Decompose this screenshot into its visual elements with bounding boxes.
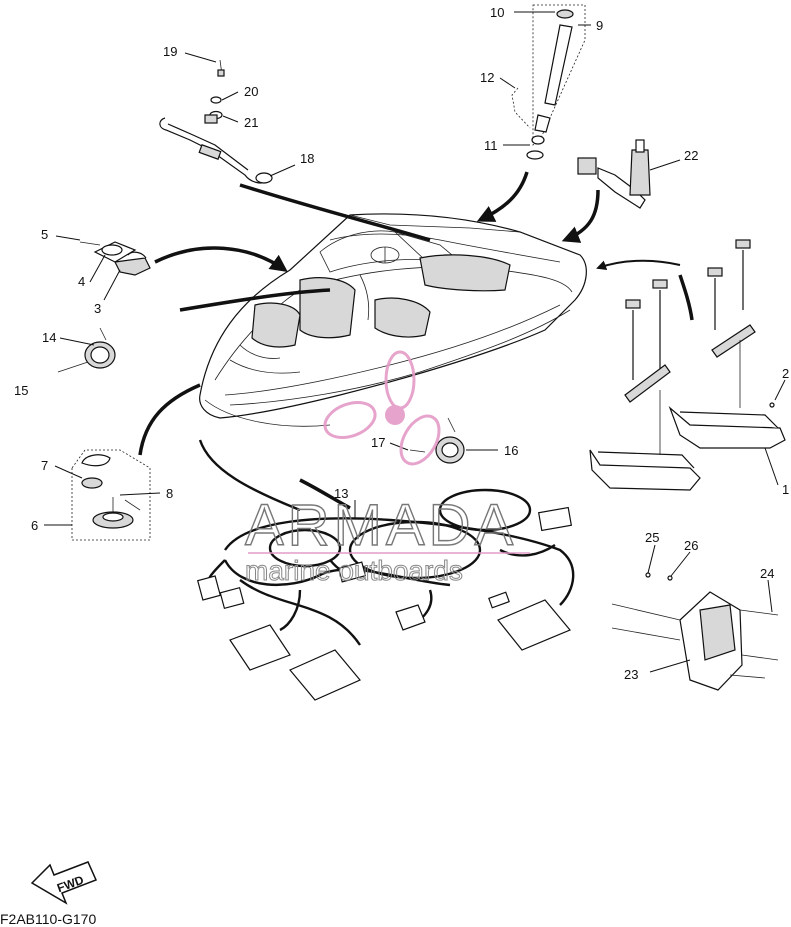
watermark-logo (323, 350, 441, 466)
callout-26: 26 (684, 538, 698, 553)
callout-2: 2 (782, 366, 789, 381)
drain-plug-group (71, 449, 151, 541)
sensor-assembly (577, 139, 651, 209)
filler-hose-assembly (511, 4, 586, 160)
assembly-arrows (138, 171, 694, 510)
callout-20: 20 (244, 84, 258, 99)
callout-7: 7 (41, 458, 48, 473)
callout-10: 10 (490, 5, 504, 20)
boat-hull (199, 213, 587, 427)
callout-16: 16 (504, 443, 518, 458)
callout-11: 11 (484, 138, 498, 153)
callout-24: 24 (760, 566, 774, 581)
tray-brackets (589, 239, 786, 491)
callout-17: 17 (371, 435, 385, 450)
callout-8: 8 (166, 486, 173, 501)
callout-labels: 1 2 3 4 5 6 7 8 9 10 11 12 13 14 15 16 1… (14, 5, 789, 682)
part-code: F2AB110-G170 (0, 911, 96, 927)
fwd-arrow: FWD (30, 861, 98, 905)
clamp-assembly (409, 417, 465, 464)
callout-22: 22 (684, 148, 698, 163)
callout-5: 5 (41, 227, 48, 242)
cleat-assembly (79, 241, 151, 276)
callout-3: 3 (94, 301, 101, 316)
wiring-harness (196, 439, 575, 701)
callout-12: 12 (480, 70, 494, 85)
watermark-brand: ARMADA (245, 493, 517, 558)
grab-rail-assembly (159, 59, 273, 184)
junction-block (611, 572, 779, 691)
callout-25: 25 (645, 530, 659, 545)
leader-lines (44, 11, 786, 673)
callout-23: 23 (624, 667, 638, 682)
callout-21: 21 (244, 115, 258, 130)
callout-19: 19 (163, 44, 177, 59)
vent-assembly (57, 327, 116, 373)
watermark-tagline: marine outboards (245, 555, 463, 586)
callout-15: 15 (14, 383, 28, 398)
callout-18: 18 (300, 151, 314, 166)
callout-14: 14 (42, 330, 56, 345)
callout-1: 1 (782, 482, 789, 497)
callout-6: 6 (31, 518, 38, 533)
watermark: ARMADA marine outboards (244, 350, 530, 587)
callout-9: 9 (596, 18, 603, 33)
callout-4: 4 (78, 274, 85, 289)
callout-13: 13 (334, 486, 348, 501)
